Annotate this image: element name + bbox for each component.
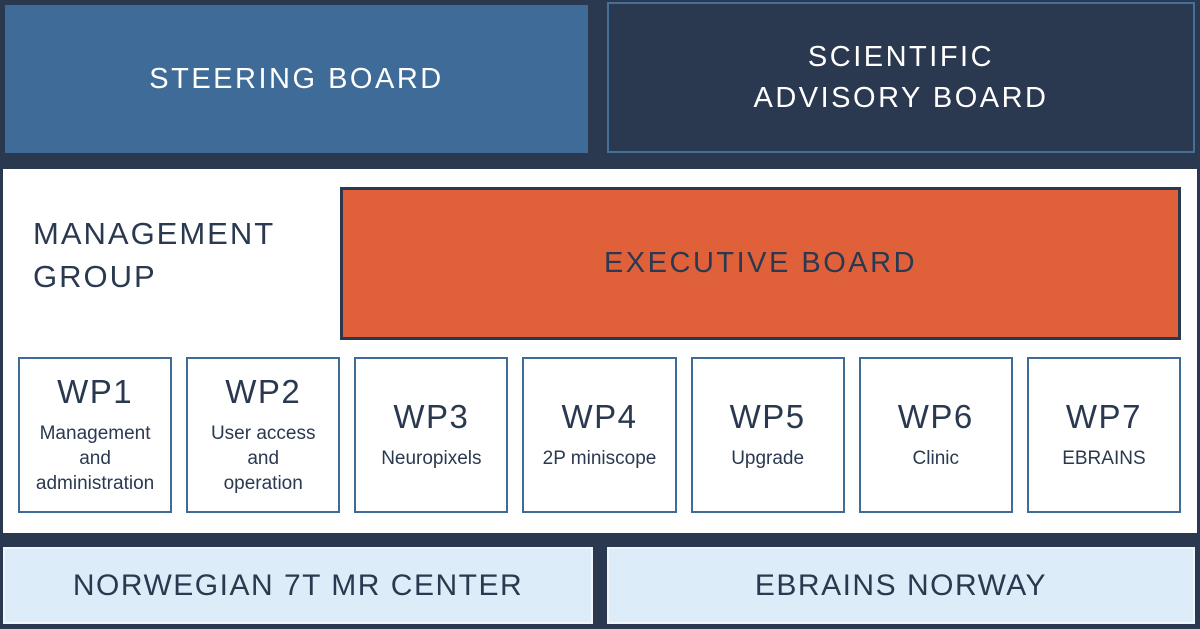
wp3-label: Neuropixels: [381, 448, 482, 470]
scientific-advisory-board-box: SCIENTIFIC ADVISORY BOARD: [607, 2, 1195, 153]
wp4-label: 2P miniscope: [542, 448, 657, 470]
wp7-label: EBRAINS: [1062, 448, 1146, 470]
wp1-code: WP1: [57, 372, 134, 410]
main-panel: MANAGEMENT GROUP EXECUTIVE BOARD WP1 Man…: [3, 169, 1197, 533]
ebrains-norway-label: EBRAINS NORWAY: [754, 568, 1048, 602]
wp4-code: WP4: [561, 397, 638, 435]
wp4-box: WP4 2P miniscope: [522, 357, 677, 513]
wp5-box: WP5 Upgrade: [690, 357, 845, 513]
management-group-label: MANAGEMENT GROUP: [33, 216, 276, 294]
wp1-label: Management and administration: [35, 423, 155, 495]
steering-board-box: STEERING BOARD: [5, 5, 588, 153]
work-package-row: WP1 Management and administration WP2 Us…: [18, 357, 1181, 513]
wp3-code: WP3: [393, 397, 470, 435]
wp2-code: WP2: [225, 372, 302, 410]
wp3-box: WP3 Neuropixels: [354, 357, 509, 513]
executive-board-box: EXECUTIVE BOARD: [340, 187, 1181, 340]
wp6-box: WP6 Clinic: [858, 357, 1013, 513]
ebrains-norway-box: EBRAINS NORWAY: [607, 547, 1195, 624]
wp7-box: WP7 EBRAINS: [1026, 357, 1181, 513]
wp5-label: Upgrade: [731, 448, 805, 470]
wp1-box: WP1 Management and administration: [18, 357, 173, 513]
executive-board-label: EXECUTIVE BOARD: [603, 247, 918, 279]
steering-board-label: STEERING BOARD: [149, 62, 444, 95]
norwegian-7t-mr-center-box: NORWEGIAN 7T MR CENTER: [3, 547, 593, 624]
wp6-label: Clinic: [912, 448, 959, 470]
wp7-code: WP7: [1065, 397, 1142, 435]
scientific-advisory-board-label: SCIENTIFIC ADVISORY BOARD: [753, 40, 1049, 114]
wp5-code: WP5: [729, 397, 806, 435]
wp2-box: WP2 User access and operation: [186, 357, 341, 513]
wp2-label: User access and operation: [210, 423, 316, 495]
norwegian-7t-mr-center-label: NORWEGIAN 7T MR CENTER: [72, 568, 524, 602]
wp6-code: WP6: [897, 397, 974, 435]
